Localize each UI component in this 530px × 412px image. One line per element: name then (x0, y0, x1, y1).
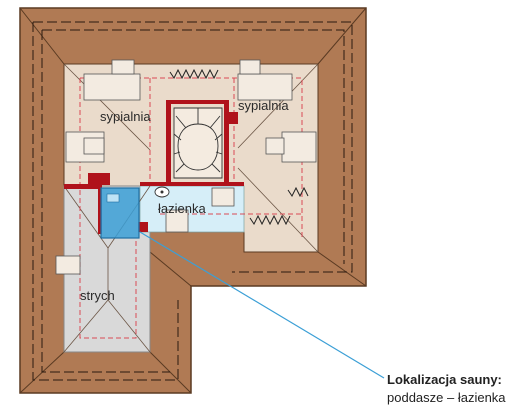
washbasin-icon (154, 186, 170, 198)
roof-dashed-lines (32, 21, 353, 381)
room-label-bedroom-left: sypialnia (100, 109, 151, 124)
staircase (173, 107, 223, 179)
desk-right (281, 131, 317, 163)
bed-left (83, 73, 141, 101)
bath-cabinet (211, 187, 235, 207)
bed-right (237, 73, 293, 101)
caption-title: Lokalizacja sauny: (387, 372, 502, 387)
room-label-attic: strych (80, 288, 115, 303)
sauna-location-caption: Lokalizacja sauny: poddasze – łazienka (387, 371, 506, 407)
room-label-bathroom: łazienka (158, 201, 206, 216)
bath-unit (165, 209, 189, 233)
height-limit-lines (79, 77, 303, 339)
sauna-highlight (100, 187, 140, 239)
cabinet-attic (55, 255, 81, 275)
caption-subtitle: poddasze – łazienka (387, 390, 506, 405)
walls (64, 100, 244, 234)
room-label-bedroom-right: sypialnia (238, 98, 289, 113)
furniture (55, 59, 317, 275)
leader-line (139, 231, 385, 379)
sauna-bench (106, 193, 120, 203)
zigzag-railings (169, 68, 309, 226)
roof-hip-lines (19, 7, 367, 394)
